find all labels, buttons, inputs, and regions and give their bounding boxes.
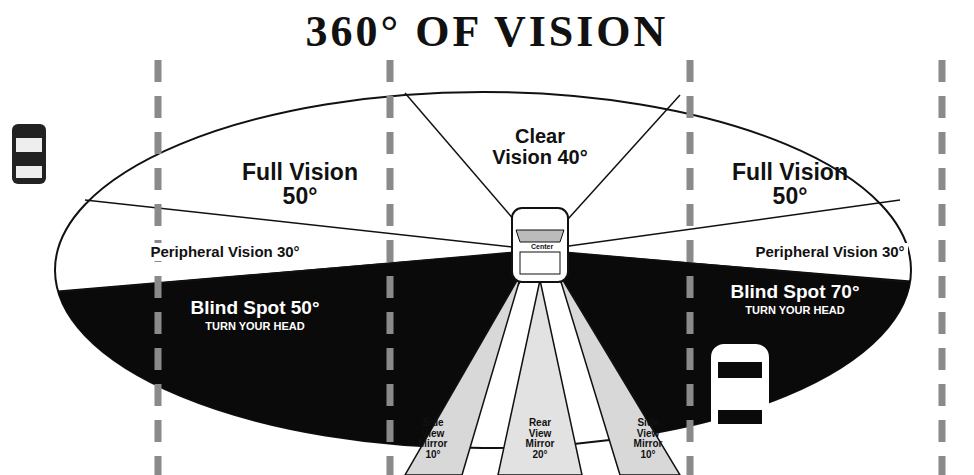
- blind-spot-sector: Blind Spot 50° TURN YOUR HEAD: [170, 298, 340, 332]
- sector-label: Full Vision 50°: [725, 160, 855, 208]
- full-vision-sector: Full Vision 50°: [725, 160, 855, 208]
- full-vision-sector: Full Vision 50°: [235, 160, 365, 208]
- clear-vision-sector: Clear Vision 40°: [485, 126, 595, 168]
- lane-stripes: [158, 60, 942, 475]
- sector-label: Blind Spot 50°: [170, 298, 340, 318]
- sector-lines: [58, 93, 908, 292]
- car-in-blind-spot: [712, 345, 768, 440]
- peripheral-vision-sector: Peripheral Vision 30°: [90, 243, 360, 261]
- sector-label: Peripheral Vision 30°: [147, 243, 302, 261]
- instruction-text: TURN YOUR HEAD: [170, 321, 340, 333]
- sector-label: Peripheral Vision 30°: [752, 243, 907, 261]
- mirror-cone-label: Side View Mirror 10°: [626, 418, 670, 460]
- mirror-cone: [558, 272, 680, 475]
- peripheral-vision-sector: Peripheral Vision 30°: [705, 243, 955, 261]
- mirror-cone-label: Side View Mirror 10°: [411, 418, 455, 460]
- sector-label: Side View Mirror 10°: [411, 418, 455, 460]
- mirror-cone-label: Rear View Mirror 20°: [518, 418, 562, 460]
- sector-label: Clear Vision 40°: [485, 126, 595, 168]
- sector-label: Blind Spot 70°: [710, 282, 880, 302]
- title: 360° OF VISION: [0, 6, 974, 57]
- instruction-text: TURN YOUR HEAD: [710, 305, 880, 317]
- center-car: [512, 208, 568, 282]
- sector-label: Side View Mirror 10°: [626, 418, 670, 460]
- car-label: Center: [531, 243, 553, 250]
- blind-spot-sector: Blind Spot 70° TURN YOUR HEAD: [710, 282, 880, 316]
- blind-spot-left: [40, 250, 540, 475]
- sector-label: Rear View Mirror 20°: [518, 418, 562, 460]
- car-icon: [12, 124, 46, 184]
- sector-label: Full Vision 50°: [235, 160, 365, 208]
- blind-spot-right: [540, 250, 930, 475]
